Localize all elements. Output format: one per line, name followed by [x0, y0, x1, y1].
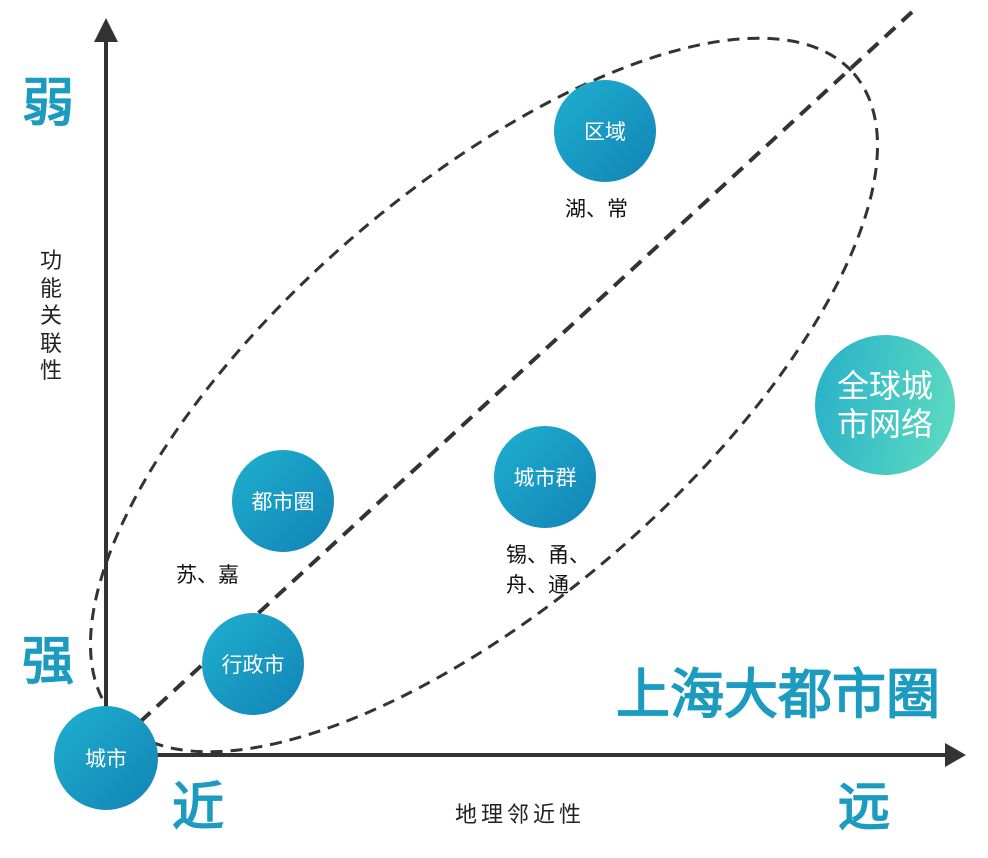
x-axis-right-label: 远 — [838, 778, 891, 838]
x-axis-left-label: 近 — [172, 778, 225, 838]
y-axis-arrowhead — [94, 18, 118, 42]
y-axis-top-label: 弱 — [22, 74, 75, 134]
node-city: 城市 — [54, 706, 158, 810]
node-city-cluster: 城市群 — [494, 426, 596, 528]
city-cluster-cities-line1: 锡、甬、 — [506, 543, 590, 567]
x-axis-title: 地理邻近性 — [455, 803, 586, 828]
diagram-title: 上海大都市圈 — [616, 663, 940, 726]
trend-dashed-line — [138, 10, 914, 724]
node-admin-city: 行政市 — [202, 613, 304, 715]
city-cluster-cities-line2: 舟、通 — [506, 573, 569, 597]
y-axis-bottom-label: 强 — [22, 632, 75, 692]
y-axis-title: 功能关联性 — [40, 249, 65, 384]
node-metro-area: 都市圈 — [232, 450, 334, 552]
node-global-city-network: 全球城市网络 — [815, 335, 955, 475]
metro-area-cities: 苏、嘉 — [176, 563, 239, 587]
node-region: 区域 — [554, 80, 656, 182]
region-cities: 湖、常 — [565, 197, 628, 221]
x-axis-arrowhead — [945, 743, 966, 767]
